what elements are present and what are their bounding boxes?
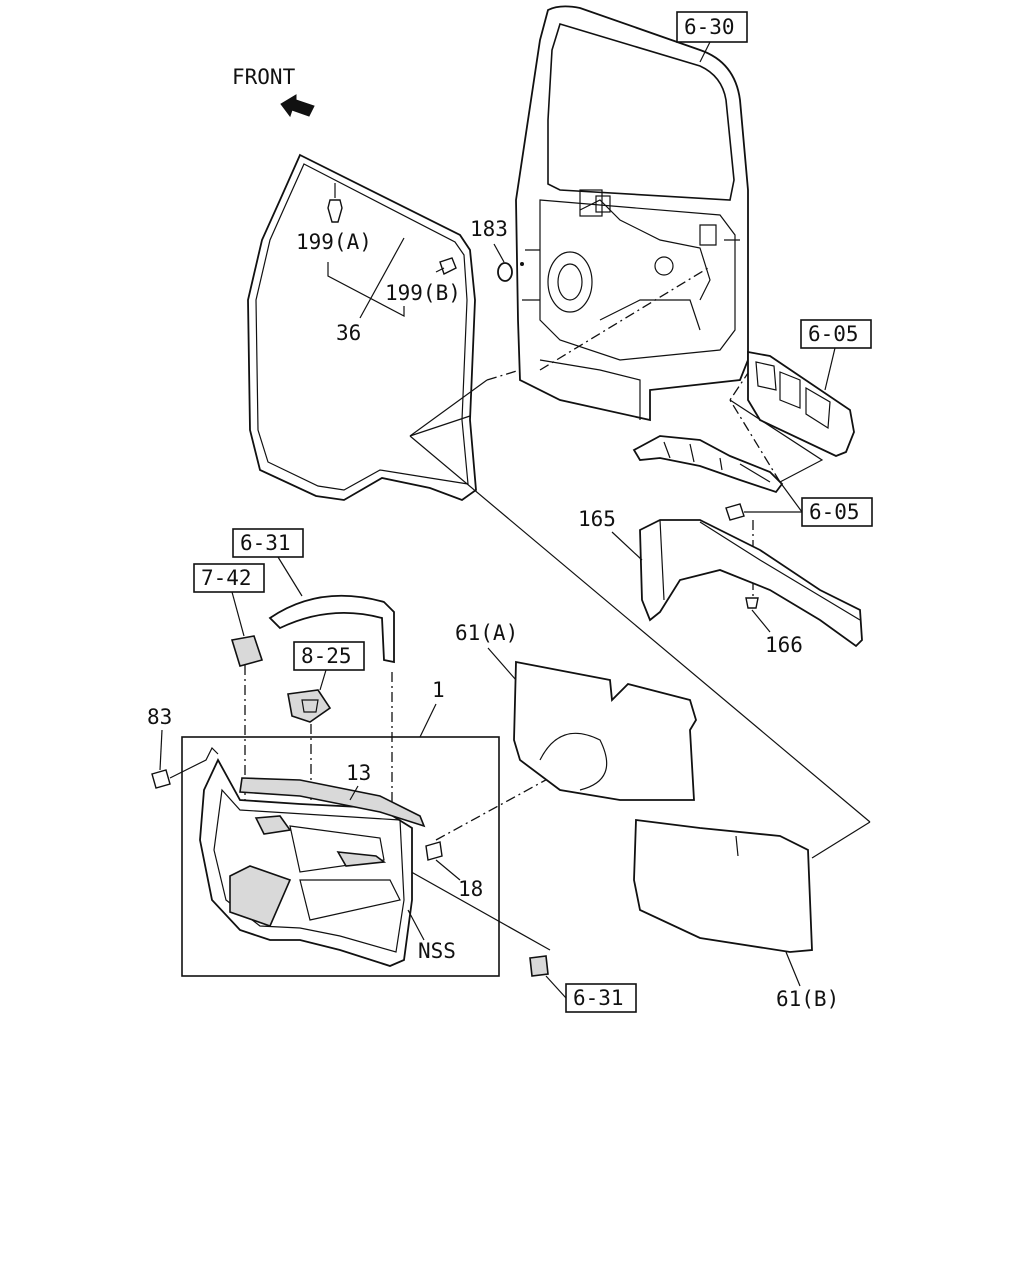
label-13: 13 bbox=[346, 761, 371, 785]
label-nss: NSS bbox=[418, 939, 456, 963]
label-166: 166 bbox=[765, 633, 803, 657]
ref-6-05-a-label: 6-05 bbox=[808, 322, 859, 346]
front-label: FRONT bbox=[232, 65, 296, 89]
weatherstrip bbox=[247, 153, 477, 502]
middle-trim bbox=[632, 435, 784, 494]
screw-166: 166 bbox=[745, 597, 803, 657]
bolt-83: 83 bbox=[147, 705, 219, 789]
ref-8-25-label: 8-25 bbox=[301, 644, 352, 668]
nss: NSS bbox=[407, 909, 456, 963]
ref-6-05-b: 6-05 bbox=[725, 481, 873, 527]
guide-lines bbox=[244, 267, 871, 951]
label-83: 83 bbox=[147, 705, 172, 729]
ref-6-30-label: 6-30 bbox=[684, 15, 735, 39]
plug-183: 183 bbox=[470, 217, 524, 282]
ref-7-42-label: 7-42 bbox=[201, 566, 252, 590]
ref-6-30: 6-30 bbox=[676, 11, 748, 63]
sheet-61a: 61(A) bbox=[455, 621, 697, 801]
front-indicator: FRONT bbox=[232, 65, 315, 118]
label-1: 1 bbox=[432, 678, 445, 702]
sheet-61b: 61(B) bbox=[633, 818, 839, 1011]
label-199a: 199(A) bbox=[296, 230, 372, 254]
ref-6-31-b-label: 6-31 bbox=[573, 986, 624, 1010]
door-inner-panel bbox=[515, 5, 749, 422]
ref-6-05-b-label: 6-05 bbox=[809, 500, 860, 524]
ref-6-31-a-label: 6-31 bbox=[240, 531, 291, 555]
label-165: 165 bbox=[578, 507, 616, 531]
grip-handle: 6-31 7-42 bbox=[193, 528, 395, 667]
label-61b: 61(B) bbox=[776, 987, 839, 1011]
cap-lower: 6-31 bbox=[529, 955, 637, 1013]
label-199b: 199(B) bbox=[385, 281, 461, 305]
label-36: 36 bbox=[336, 321, 361, 345]
label-18: 18 bbox=[458, 877, 483, 901]
trim-assembly: 1 bbox=[181, 678, 500, 977]
label-183: 183 bbox=[470, 217, 508, 241]
switch: 8-25 bbox=[287, 641, 365, 723]
clip-18: 18 bbox=[425, 841, 483, 901]
upper-trim-6-05: 6-05 bbox=[747, 319, 872, 457]
clips-199: 199(A) 199(B) 36 bbox=[296, 183, 461, 345]
strip-13: 13 bbox=[239, 761, 426, 828]
front-arrow-icon bbox=[280, 94, 315, 118]
lower-trim-165: 165 bbox=[578, 507, 863, 648]
label-61a: 61(A) bbox=[455, 621, 518, 645]
